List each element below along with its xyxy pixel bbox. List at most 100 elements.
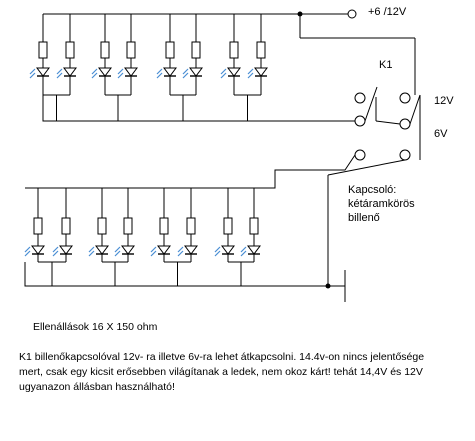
led [221,245,235,255]
resistor [61,217,71,235]
relay-contact-lower-left [354,149,366,161]
led-light-ray [182,72,189,79]
upper-branch [182,14,203,95]
resistor [223,217,233,235]
resistor [165,41,175,59]
led-light-ray [156,72,163,79]
led-light-ray [182,68,189,75]
led [121,245,135,255]
description-line3: ugyanazon állásban használható! [19,381,175,393]
led [157,245,171,255]
led-light-ray [220,68,227,75]
led [163,67,177,77]
led [31,245,45,255]
voltage-6-label: 6V [434,128,448,140]
upper-branch [220,14,241,95]
upper-bottom-rail [42,95,355,122]
supply-label: +6 /12V [368,6,407,18]
relay-contact-mid-right [399,118,411,130]
led-light-ray [117,68,124,75]
upper-branch [247,14,268,95]
upper-led-bank [29,14,268,121]
led [247,245,261,255]
led-light-ray [150,246,157,253]
led-light-ray [240,250,247,257]
led [63,67,77,77]
resistor [33,217,43,235]
supply-terminal [347,9,357,19]
resistor [191,41,201,59]
resistor [159,217,169,235]
lower-bottom-rail [24,262,335,287]
led [36,67,50,77]
led-light-ray [240,246,247,253]
led-light-ray [52,250,59,257]
relay-link [375,120,401,125]
switch-label-line2: kétáramkörös [348,198,415,210]
led-light-ray [24,250,31,257]
led-light-ray [91,68,98,75]
led-light-ray [88,246,95,253]
resistor [65,41,75,59]
description-line1: K1 billenőkapcsolóval 12v- ra illetve 6v… [19,351,425,363]
relay-lever-3 [409,94,421,125]
upper-branch [56,14,77,95]
lower-branch [240,188,261,262]
resistor [256,41,266,59]
lower-led-bank [24,188,261,286]
led [124,67,138,77]
lower-branch [214,188,235,262]
led-light-ray [150,250,157,257]
resistor-note: Ellenállások 16 X 150 ohm [33,321,158,333]
lower-branch [150,188,171,262]
upper-common-terminal [354,115,366,127]
led-light-ray [29,68,36,75]
resistor [97,217,107,235]
lower-branch [177,188,198,262]
relay-contact-top-right [399,92,411,104]
upper-branch [156,14,177,95]
resistor [126,41,136,59]
led-light-ray [29,72,36,79]
led [254,67,268,77]
led-light-ray [114,250,121,257]
led [59,245,73,255]
led-light-ray [177,250,184,257]
led-light-ray [214,250,221,257]
lower-branch [88,188,109,262]
switch-to-lower-top [25,154,356,189]
led-light-ray [220,72,227,79]
relay-contact-top-left [354,92,366,104]
upper-branch [117,14,138,95]
led-light-ray [52,246,59,253]
led-light-ray [247,72,254,79]
led-light-ray [156,68,163,75]
lower-branch [24,188,45,262]
voltage-12-label: 12V [434,95,454,107]
upper-branch [91,14,112,95]
relay-k1[interactable] [354,86,421,161]
led [184,245,198,255]
upper-branch [29,14,50,95]
description-line2: mert, csak egy kicsit erősebben világíta… [19,366,423,378]
led-light-ray [114,246,121,253]
led-light-ray [56,72,63,79]
led-light-ray [56,68,63,75]
led-light-ray [177,246,184,253]
led [98,67,112,77]
led-light-ray [247,68,254,75]
resistor [249,217,259,235]
led-light-ray [214,246,221,253]
relay-label: K1 [379,59,393,71]
led [227,67,241,77]
resistor [38,41,48,59]
switch-label-line3: billenő [348,212,380,224]
resistor [123,217,133,235]
lower-return-link [327,159,406,176]
led [95,245,109,255]
relay-contact-lower-right [399,149,411,161]
led-light-ray [91,72,98,79]
resistor [229,41,239,59]
